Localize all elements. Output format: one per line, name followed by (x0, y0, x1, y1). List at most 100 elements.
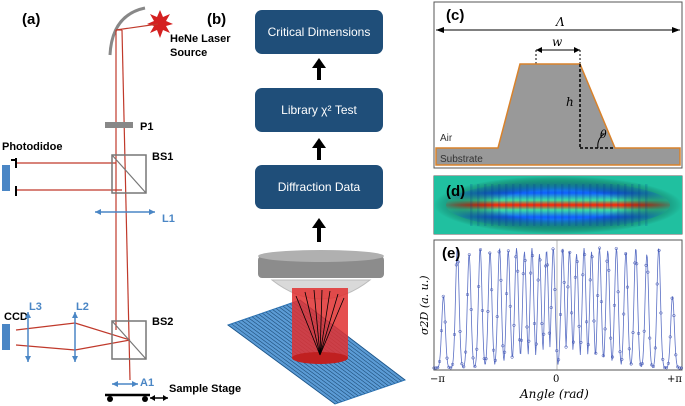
data-point (454, 263, 458, 267)
l3-label: L3 (29, 301, 42, 313)
data-point (635, 262, 639, 266)
data-point (583, 253, 587, 257)
data-point (480, 308, 484, 313)
ray (313, 289, 321, 356)
data-point (597, 246, 602, 250)
data-point (529, 271, 533, 275)
heatmap-stripe (568, 184, 571, 226)
data-point (568, 250, 572, 254)
data-point (557, 358, 561, 362)
data-point (664, 366, 669, 370)
data-point (564, 345, 568, 349)
heatmap-stripe (470, 184, 473, 226)
data-point (486, 309, 490, 314)
data-point (462, 365, 466, 369)
data-point (490, 288, 494, 292)
data-point (469, 307, 473, 312)
data-point (601, 354, 605, 358)
plot-series (432, 246, 683, 370)
panel-d-label: (d) (446, 183, 465, 200)
heatmap-stripe (540, 184, 543, 226)
data-point (449, 366, 453, 370)
photodiode-detector (2, 165, 10, 191)
heatmap-stripe (491, 184, 494, 226)
data-point (536, 278, 540, 282)
heatmap-stripe (533, 184, 536, 226)
data-point (439, 329, 443, 333)
data-point (471, 356, 475, 360)
data-point (514, 255, 518, 259)
heatmap-stripe (610, 184, 613, 226)
ray (319, 293, 339, 356)
data-point (547, 331, 551, 335)
data-point (538, 258, 542, 262)
data-point (588, 278, 592, 282)
data-point (521, 272, 525, 276)
data-point (484, 357, 488, 361)
arrow-1 (312, 58, 326, 80)
data-point (622, 312, 626, 316)
lens-l2 (72, 312, 78, 362)
ray (319, 290, 331, 356)
heatmap-stripe (582, 184, 585, 226)
illumination-beam (292, 288, 348, 364)
ray (319, 289, 323, 356)
data-point (603, 327, 607, 331)
plot-frame (433, 239, 683, 371)
data-point (467, 253, 471, 257)
data-point (584, 320, 589, 324)
heatmap-stripe (519, 184, 522, 226)
data-point (575, 260, 579, 264)
data-point (624, 252, 628, 256)
data-point (434, 366, 438, 370)
data-point (661, 357, 665, 361)
laser-label-line1: HeNe Laser (170, 33, 231, 45)
heatmap-stripe (589, 184, 592, 226)
data-point (586, 343, 590, 347)
data-point (516, 269, 520, 273)
data-point (477, 284, 481, 289)
data-point (637, 331, 641, 335)
data-point (531, 254, 535, 258)
box-diffraction-data-text: Diffraction Data (278, 180, 361, 194)
heatmap-stripe (498, 184, 501, 226)
ccd-detector (2, 324, 10, 350)
data-point (605, 259, 609, 263)
data-point (581, 273, 585, 277)
data-point (558, 312, 563, 317)
aperture-a1 (112, 381, 138, 387)
data-point (499, 278, 503, 282)
data-point (577, 324, 581, 328)
lens-l1 (95, 209, 155, 215)
data-point (614, 246, 618, 251)
data-point (493, 358, 497, 362)
panel-a: (a) HeNe Laser Source P1 Photodidoe (2, 6, 241, 402)
data-point (464, 350, 468, 354)
data-point (456, 260, 460, 264)
data-point (663, 365, 667, 370)
data-point (447, 365, 451, 369)
heatmap-stripe (624, 184, 627, 226)
data-point (629, 362, 633, 366)
sample-stage (105, 393, 168, 402)
heatmap-stripes (470, 184, 648, 226)
data-point (677, 366, 682, 370)
data-point (590, 255, 594, 259)
heatmap-stripe (638, 184, 641, 226)
heatmap-stripe (603, 184, 606, 226)
data-point (497, 250, 501, 254)
laser-label-line2: Source (170, 47, 207, 59)
width-label: w (552, 35, 563, 49)
data-point (640, 362, 644, 366)
data-point (438, 359, 442, 364)
data-point (646, 270, 650, 274)
data-point (674, 353, 678, 357)
series-line (433, 247, 683, 369)
data-point (508, 304, 512, 308)
data-point (679, 366, 683, 370)
data-point (465, 293, 470, 297)
data-point (638, 362, 643, 366)
data-point (570, 311, 574, 315)
data-point (655, 282, 659, 286)
data-point (473, 365, 477, 369)
